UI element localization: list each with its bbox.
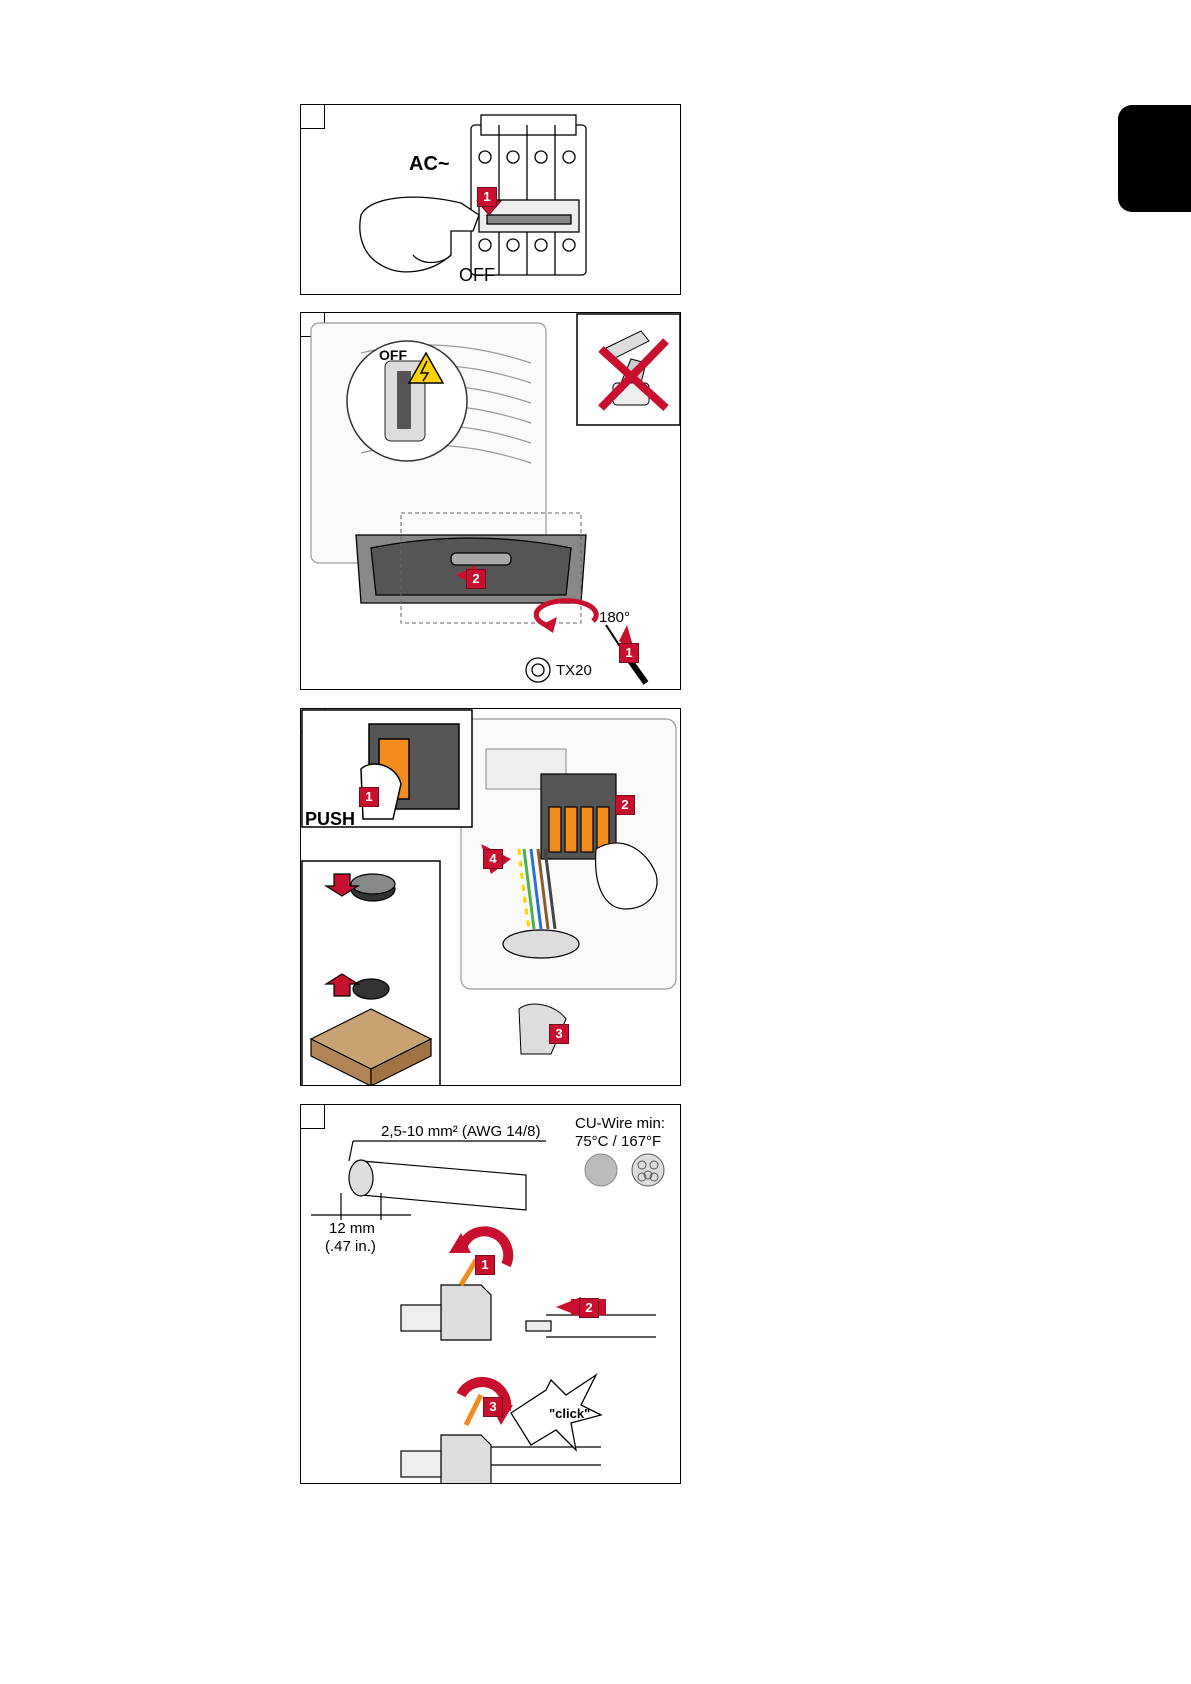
ac-label: AC~ [409, 153, 450, 176]
step-badge: 1 [619, 643, 639, 663]
step-badge: 4 [483, 849, 503, 869]
wire-stranded-icon [632, 1154, 664, 1186]
tool-label: TX20 [556, 662, 592, 679]
step-badge: 1 [359, 787, 379, 807]
step-badge: 1 [477, 187, 497, 207]
step-panel-4: 1 2 3 2,5-10 mm² (AWG 14/8) CU-Wire min:… [300, 1104, 681, 1484]
step-badge: 2 [579, 1298, 599, 1318]
rotation-label: 180° [599, 609, 630, 626]
section-tab [1118, 105, 1191, 212]
strip-length-mm: 12 mm [329, 1220, 375, 1237]
torx-icon [526, 658, 550, 682]
cu-wire-label-line1: CU-Wire min: [575, 1115, 665, 1132]
step-panel-1: 1 AC~ OFF [300, 104, 681, 295]
wiring-illustration [301, 1105, 681, 1484]
step-badge: 2 [466, 569, 486, 589]
step-badge: 3 [483, 1397, 503, 1417]
step-badge: 1 [475, 1255, 495, 1275]
hand-icon [360, 197, 479, 272]
step-badge: 3 [549, 1024, 569, 1044]
off-label: OFF [379, 347, 407, 363]
wire-solid-icon [585, 1154, 617, 1186]
connection-illustration [301, 709, 681, 1086]
step-badge: 2 [615, 795, 635, 815]
push-label: PUSH [305, 809, 355, 830]
cu-wire-label-line2: 75°C / 167°F [575, 1133, 661, 1150]
step-panel-3: 1 2 3 4 PUSH [300, 708, 681, 1086]
click-label: "click" [549, 1406, 590, 1421]
inverter-illustration [301, 313, 681, 690]
wire-spec-label: 2,5-10 mm² (AWG 14/8) [381, 1123, 540, 1140]
drill-crossed-icon [577, 314, 680, 425]
off-label: OFF [459, 265, 495, 286]
strip-length-in: (.47 in.) [325, 1238, 376, 1255]
step-panel-2: 2 1 OFF 180° TX20 [300, 312, 681, 690]
